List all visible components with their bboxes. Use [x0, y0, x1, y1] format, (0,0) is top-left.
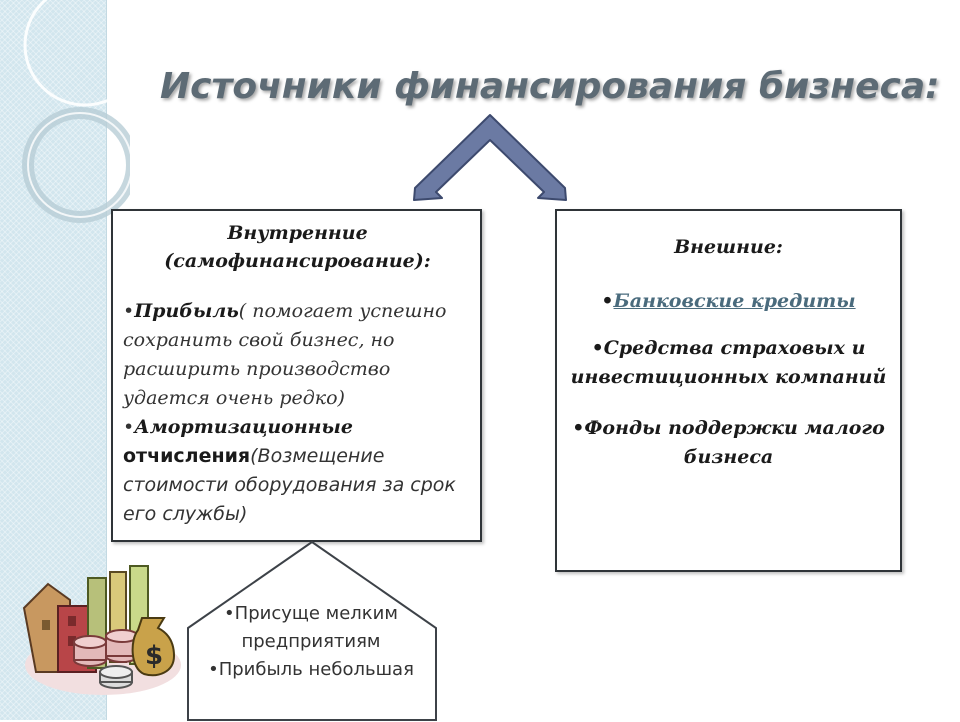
internal-heading-line1: Внутренние: [227, 222, 368, 244]
bullet: •: [224, 603, 235, 624]
feature-item-small-business-text: Присуще мелким предприятиям: [234, 603, 398, 652]
external-heading: Внешние:: [674, 236, 783, 258]
external-item-funds: •Фонды поддержки малого бизнеса: [567, 414, 890, 472]
svg-text:$: $: [145, 641, 163, 671]
internal-item-profit-title: Прибыль: [134, 300, 239, 322]
bullet: •: [591, 337, 604, 359]
feature-item-small-business: •Присуще мелким предприятиям: [196, 600, 426, 656]
internal-item-depreciation-title-1: Амортизационные: [134, 416, 353, 438]
features-list: •Присуще мелким предприятиям •Прибыль не…: [196, 600, 426, 684]
external-sources-box: Внешние: •Банковские кредиты •Средства с…: [555, 209, 902, 572]
external-item-insurance-text: Средства страховых и инвестиционных комп…: [570, 337, 887, 388]
bullet: •: [123, 416, 135, 438]
internal-item-depreciation-title-2: отчисления: [123, 445, 251, 467]
external-item-bank-credits: •Банковские кредиты: [567, 287, 890, 316]
feature-item-small-profit-text: Прибыль небольшая: [218, 659, 414, 680]
internal-item-depreciation: •Амортизационные отчисления(Возмещение с…: [123, 413, 472, 529]
features-house-shape: [187, 540, 437, 721]
bullet: •: [601, 290, 614, 312]
page-title: Источники финансирования бизнеса:: [160, 66, 940, 107]
feature-item-small-profit: •Прибыль небольшая: [196, 656, 426, 684]
internal-sources-box: Внутренние (самофинансирование): •Прибыл…: [111, 209, 482, 542]
bullet: •: [572, 417, 585, 439]
money-buildings-clipart-icon: $: [22, 565, 181, 695]
internal-item-depreciation-text: (Возмещение стоимости оборудования за ср…: [123, 445, 456, 525]
external-item-insurance: •Средства страховых и инвестиционных ком…: [567, 334, 890, 392]
decorative-circles: [22, 0, 130, 223]
bank-credits-link[interactable]: Банковские кредиты: [613, 290, 856, 312]
internal-item-profit: •Прибыль( помогает успешно сохранить сво…: [123, 297, 472, 413]
internal-item-profit-text: ( помогает успешно сохранить свой бизнес…: [123, 300, 447, 409]
branching-arrow-icon: [413, 114, 567, 201]
internal-heading-line2: (самофинансирование):: [164, 250, 431, 272]
bullet: •: [123, 300, 135, 322]
external-item-funds-text: Фонды поддержки малого бизнеса: [584, 417, 885, 468]
internal-heading: Внутренние (самофинансирование):: [123, 219, 472, 275]
bullet: •: [208, 659, 219, 680]
